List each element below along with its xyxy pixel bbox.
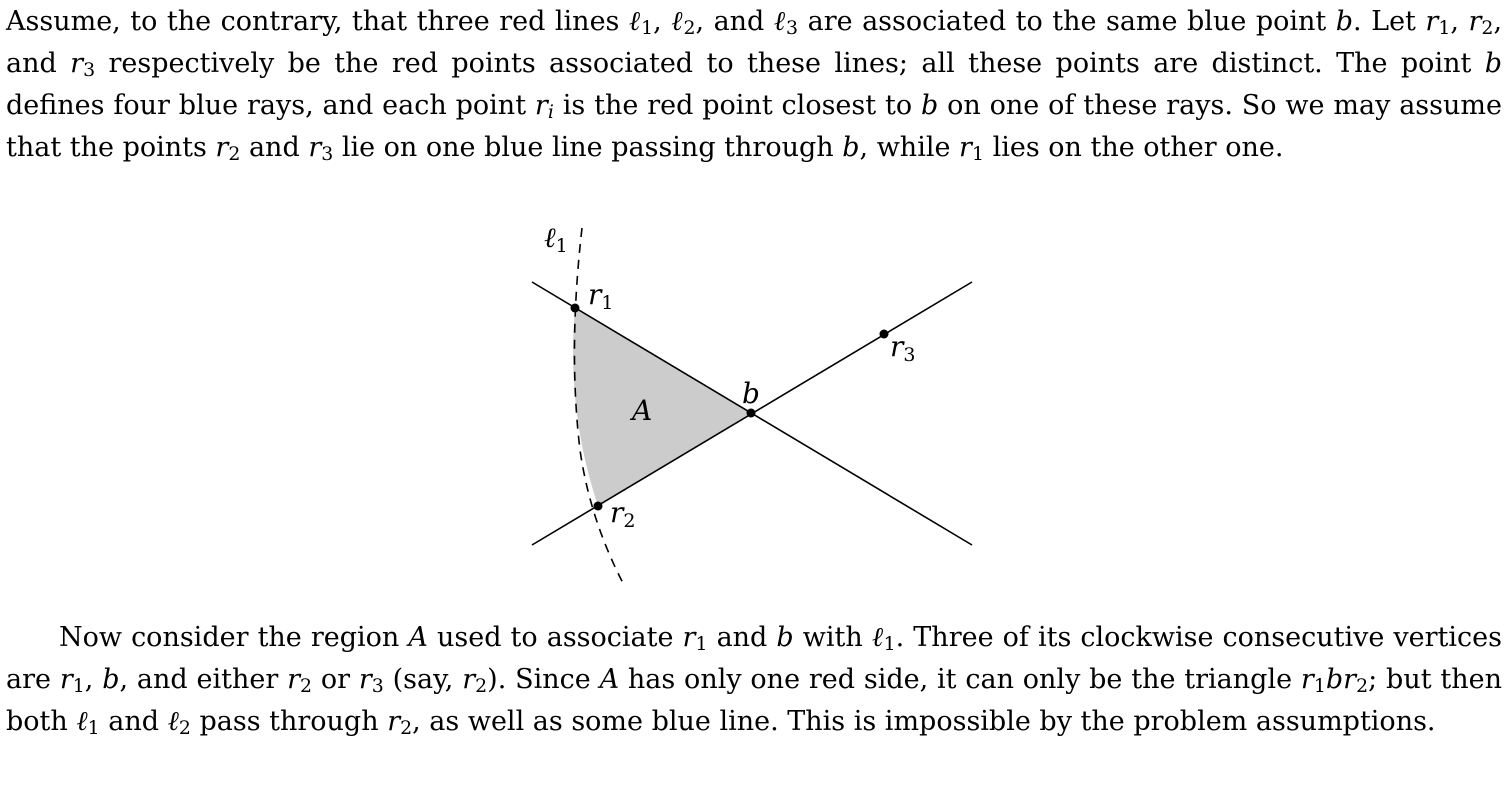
label-a: A xyxy=(629,394,652,427)
point-r1 xyxy=(570,303,580,313)
math-symbol: r xyxy=(59,664,73,695)
math-symbol: r xyxy=(287,664,300,695)
math-symbol: ℓ xyxy=(628,6,642,37)
math-symbol: ℓ xyxy=(167,706,179,737)
point-r2 xyxy=(593,501,603,511)
math-symbol: r xyxy=(358,664,372,695)
math-symbol: r xyxy=(308,132,322,163)
red-line-l1 xyxy=(573,227,625,586)
math-symbol: r xyxy=(1468,6,1482,37)
geometry-figure: ℓ1 r1 r2 r3 b A xyxy=(531,221,973,586)
point-b xyxy=(746,408,756,418)
math-symbol: ℓ xyxy=(773,6,787,37)
math-symbol: r xyxy=(387,706,401,737)
label-r1: r1 xyxy=(588,278,613,314)
math-symbol: r xyxy=(1343,664,1357,695)
math-symbol: r xyxy=(1300,664,1314,695)
math-symbol: r xyxy=(215,132,229,163)
math-symbol: b xyxy=(102,664,120,695)
label-l1: ℓ1 xyxy=(544,221,568,257)
math-symbol: b xyxy=(1335,6,1354,37)
math-symbol: r xyxy=(682,622,696,653)
math-symbol: A xyxy=(599,664,620,695)
math-symbol: ℓ xyxy=(871,622,884,653)
paragraph-2: Now consider the region A used to associ… xyxy=(6,622,1502,740)
label-r2: r2 xyxy=(610,496,635,532)
point-r3 xyxy=(879,329,889,339)
math-symbol: A xyxy=(408,622,428,653)
math-symbol: b xyxy=(1325,664,1344,695)
math-symbol: ℓ xyxy=(671,6,684,37)
math-symbol: r xyxy=(70,48,84,79)
label-b: b xyxy=(742,377,760,410)
math-symbol: r xyxy=(959,132,972,163)
label-r3: r3 xyxy=(890,330,915,366)
math-symbol: ℓ xyxy=(76,706,88,737)
paragraph-1: Assume, to the contrary, that three red … xyxy=(6,6,1503,166)
math-symbol: b xyxy=(920,90,939,121)
math-symbol: r xyxy=(534,90,548,121)
math-symbol: b xyxy=(842,132,860,163)
math-symbol: b xyxy=(776,622,794,653)
math-symbol: b xyxy=(1484,48,1502,79)
region-a xyxy=(573,308,751,506)
math-symbol: r xyxy=(462,664,476,695)
math-symbol: r xyxy=(1425,6,1439,37)
